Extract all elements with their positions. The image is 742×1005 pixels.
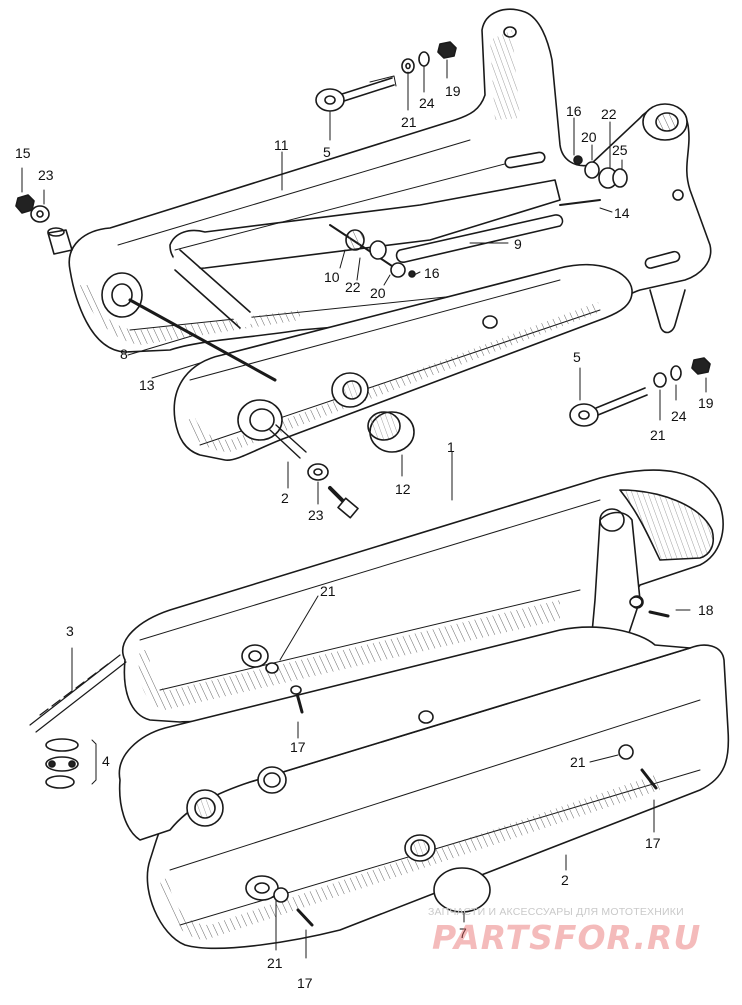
callout-13: 13 (139, 377, 155, 393)
chain-cover-middle (118, 626, 691, 841)
callout-7: 7 (459, 925, 467, 941)
callout-16: 16 (566, 103, 582, 119)
callout-8: 8 (120, 346, 128, 362)
callout-23: 23 (38, 167, 54, 183)
callout-1: 1 (447, 439, 455, 455)
callout-5: 5 (573, 349, 581, 365)
callout-20: 20 (370, 285, 386, 301)
callout-18: 18 (698, 602, 714, 618)
callout-21: 21 (267, 955, 283, 971)
callout-5: 5 (323, 144, 331, 160)
callout-22: 22 (345, 279, 361, 295)
callout-12: 12 (395, 481, 411, 497)
axle-shaft (128, 298, 277, 382)
callout-21: 21 (570, 754, 586, 770)
callout-17: 17 (645, 835, 661, 851)
chain-case-main (122, 469, 724, 723)
drive-chain (29, 654, 127, 733)
callout-17: 17 (297, 975, 313, 991)
callout-14: 14 (614, 205, 630, 221)
callout-9: 9 (514, 236, 522, 252)
callout-20: 20 (581, 129, 597, 145)
callout-4: 4 (102, 753, 110, 769)
callout-16: 16 (424, 265, 440, 281)
callout-25: 25 (612, 142, 628, 158)
watermark-logo: PARTSFOR.RU (432, 918, 702, 957)
callout-2: 2 (561, 872, 569, 888)
eye-bolt-right (569, 387, 648, 427)
callout-24: 24 (419, 95, 435, 111)
callout-23: 23 (308, 507, 324, 523)
callout-19: 19 (698, 395, 714, 411)
callout-21: 21 (401, 114, 417, 130)
bolt-hardware (269, 424, 359, 519)
left-hardware (15, 194, 73, 255)
callout-21: 21 (320, 583, 336, 599)
washer-set-top (401, 41, 457, 74)
callout-15: 15 (15, 145, 31, 161)
callout-3: 3 (66, 623, 74, 639)
leader-lines (21, 59, 707, 959)
watermark-caption: ЗАПЧАСТИ И АКСЕССУАРЫ ДЛЯ МОТОТЕХНИКИ (428, 906, 684, 918)
callout-22: 22 (601, 106, 617, 122)
part-cap (367, 411, 415, 453)
washer-set-right (653, 357, 711, 388)
callout-17: 17 (290, 739, 306, 755)
callout-24: 24 (671, 408, 687, 424)
callout-11: 11 (274, 137, 289, 153)
master-link (45, 738, 97, 789)
eye-bolt-top (315, 75, 397, 112)
part-plug (433, 867, 491, 913)
small-fasteners (265, 596, 670, 927)
right-hardware (559, 155, 628, 206)
callout-19: 19 (445, 83, 461, 99)
callout-2: 2 (281, 490, 289, 506)
chain-case-inner (173, 214, 633, 461)
tensioner-hardware (329, 224, 416, 278)
callout-10: 10 (324, 269, 340, 285)
callout-21: 21 (650, 427, 666, 443)
